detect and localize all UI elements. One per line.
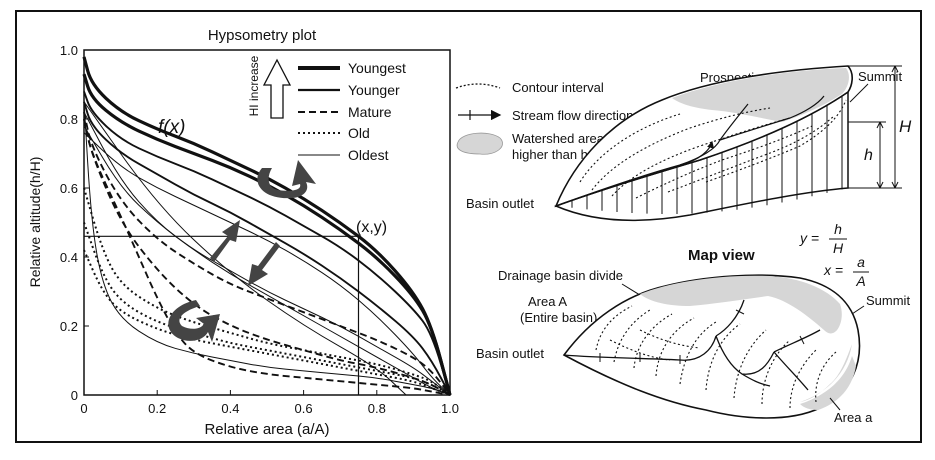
legend-watershed-line1: Watershed area	[512, 131, 605, 146]
perspective-summit: Summit	[858, 69, 902, 84]
map-drainage-divide: Drainage basin divide	[498, 268, 623, 283]
curve-younger-3	[83, 101, 451, 396]
map-area-A-line1: Area A	[528, 294, 567, 309]
perspective-contours	[579, 99, 847, 199]
function-label: f(x)	[158, 117, 185, 138]
map-summit: Summit	[866, 293, 910, 308]
curve-oldest-13	[83, 132, 451, 396]
curve-old-8	[83, 222, 451, 396]
perspective-streams	[555, 95, 825, 207]
curved-arrow-upper-icon	[257, 160, 316, 199]
x-tick-label: 0.6	[295, 401, 313, 416]
curve-oldest-11	[83, 111, 451, 396]
map-title: Map view	[688, 247, 755, 264]
formula-y-num: h	[834, 221, 842, 237]
x-tick-label: 0.4	[221, 401, 239, 416]
hi-increase-arrow: HI increase	[247, 55, 292, 119]
curve-oldest-14	[83, 101, 407, 396]
perspective-basin-outlet: Basin outlet	[466, 196, 534, 211]
map-view: Map view Drainage basin divide Area A (E…	[476, 247, 910, 425]
plot-title: Hypsometry plot	[208, 27, 317, 44]
map-area-a: Area a	[834, 410, 873, 425]
formula-x-lhs: x =	[823, 262, 843, 278]
legend-oldest: Oldest	[348, 147, 389, 163]
x-tick-label: 0.2	[148, 401, 166, 416]
curve-mature-6	[83, 118, 451, 396]
dimension-H: H	[899, 117, 912, 136]
curve-old-9	[83, 249, 451, 396]
legend-stream-flow: Stream flow direction	[512, 108, 633, 123]
y-tick-label: 0.8	[60, 112, 78, 127]
y-tick-label: 0	[71, 388, 78, 403]
formula-x-num: a	[857, 254, 865, 270]
dimension-lines	[848, 65, 902, 189]
plot-ticks: 0 0.2 0.4 0.6 0.8 1.0 0 0.2 0.4 0.6 0.8 1.0	[60, 43, 459, 416]
legend-mature: Mature	[348, 104, 392, 120]
formula-y-den: H	[833, 240, 844, 256]
y-tick-label: 0.4	[60, 250, 78, 265]
curve-oldest-12	[83, 125, 451, 396]
map-higher-area	[640, 275, 842, 334]
dimension-h: h	[864, 147, 873, 164]
y-tick-label: 1.0	[60, 43, 78, 58]
x-tick-label: 0	[80, 401, 87, 416]
watershed-higher-area	[672, 68, 849, 122]
curve-youngest-1	[82, 73, 452, 396]
legend-watershed-line2: higher than h	[512, 147, 588, 162]
arrow-up-icon	[210, 220, 240, 262]
evolution-arrows	[168, 160, 316, 342]
formula-y-lhs: y =	[799, 230, 819, 246]
diagram-legend: Contour interval Stream flow direction W…	[455, 80, 633, 162]
map-stream-ticks	[599, 309, 805, 364]
x-tick-label: 1.0	[441, 401, 459, 416]
curve-youngest-0	[82, 56, 452, 396]
plot-legend: Youngest Younger Mature Old Oldest	[298, 60, 406, 163]
arrow-down-icon	[248, 242, 280, 286]
y-axis-label: Relative altitude(h/H)	[27, 157, 43, 288]
point-label: (x,y)	[356, 219, 387, 236]
map-area-A-line2: (Entire basin)	[520, 310, 597, 325]
legend-younger: Younger	[348, 82, 400, 98]
legend-old: Old	[348, 125, 370, 141]
plot-curves	[82, 56, 452, 396]
legend-contour-interval: Contour interval	[512, 80, 604, 95]
perspective-view: Prospective view Summit	[466, 65, 912, 222]
y-tick-label: 0.6	[60, 181, 78, 196]
figure-frame	[15, 10, 922, 443]
legend-youngest: Youngest	[348, 60, 406, 76]
map-basin-outlet: Basin outlet	[476, 346, 544, 361]
curved-arrow-lower-icon	[168, 300, 220, 342]
formula-x-den: A	[855, 273, 865, 289]
x-tick-label: 0.8	[368, 401, 386, 416]
curve-mature-4	[83, 111, 451, 396]
map-streams	[563, 299, 821, 391]
curve-oldest-10	[83, 101, 451, 396]
curve-mature-5	[83, 118, 451, 396]
x-axis-label: Relative area (a/A)	[204, 421, 329, 438]
map-contours	[595, 305, 837, 409]
formulas: y = h H x = a A	[799, 221, 869, 289]
y-tick-label: 0.2	[60, 319, 78, 334]
watershed-swatch-icon	[456, 132, 503, 155]
curve-younger-2	[83, 91, 451, 396]
hi-increase-label: HI increase	[247, 55, 261, 116]
